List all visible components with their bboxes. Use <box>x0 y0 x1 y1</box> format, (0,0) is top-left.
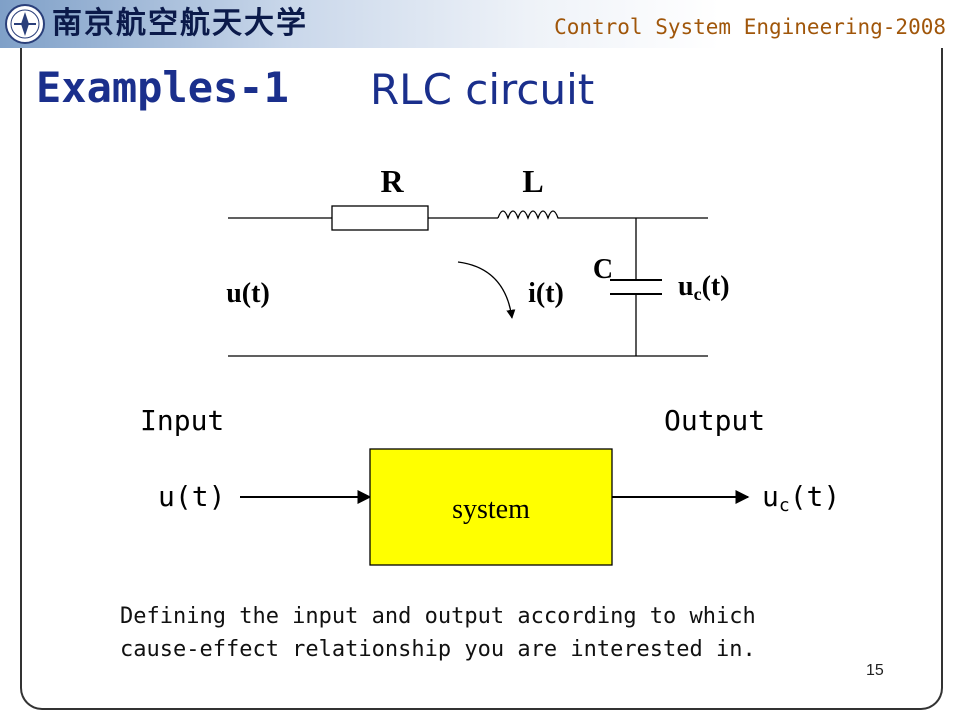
system-label: system <box>452 494 530 525</box>
caption-line-1: Defining the input and output according … <box>120 604 756 629</box>
university-emblem-icon <box>5 4 45 44</box>
current-direction-arrow <box>457 261 516 319</box>
inductor-label: L <box>522 163 543 199</box>
output-heading: Output <box>664 404 765 437</box>
output-voltage-base: u <box>678 271 694 302</box>
output-signal-tail: (t) <box>790 480 841 513</box>
output-signal-subscript: c <box>779 495 790 516</box>
output-voltage-tail: (t) <box>702 271 730 302</box>
resistor <box>331 205 429 231</box>
capacitor-label: C <box>593 254 613 285</box>
caption-line-2: cause-effect relationship you are intere… <box>120 637 756 662</box>
slide-frame <box>20 48 943 710</box>
output-voltage-subscript: c <box>694 284 702 304</box>
course-title: Control System Engineering-2008 <box>554 15 946 39</box>
page-number: 15 <box>866 662 884 679</box>
input-heading: Input <box>140 404 224 437</box>
input-voltage-label: u(t) <box>226 278 270 309</box>
header-bar: 南京航空航天大学 Control System Engineering-2008 <box>0 0 960 48</box>
slide-title: Examples-1 <box>36 63 289 112</box>
input-signal-label: u(t) <box>158 480 225 513</box>
rlc-circuit: R L C u(t) i(t) uc(t) <box>226 163 730 357</box>
slide-subtitle: RLC circuit <box>370 65 595 114</box>
resistor-label: R <box>380 163 404 199</box>
caption: Defining the input and output according … <box>120 600 880 666</box>
current-label: i(t) <box>528 278 564 309</box>
system-block <box>369 448 613 566</box>
inductor <box>497 210 562 220</box>
university-name: 南京航空航天大学 <box>52 6 308 41</box>
block-diagram: Input Output u(t) system uc(t) <box>140 404 840 566</box>
output-voltage-label: uc(t) <box>678 271 730 304</box>
output-signal-base: u <box>762 480 779 513</box>
output-signal-label: uc(t) <box>762 480 840 516</box>
